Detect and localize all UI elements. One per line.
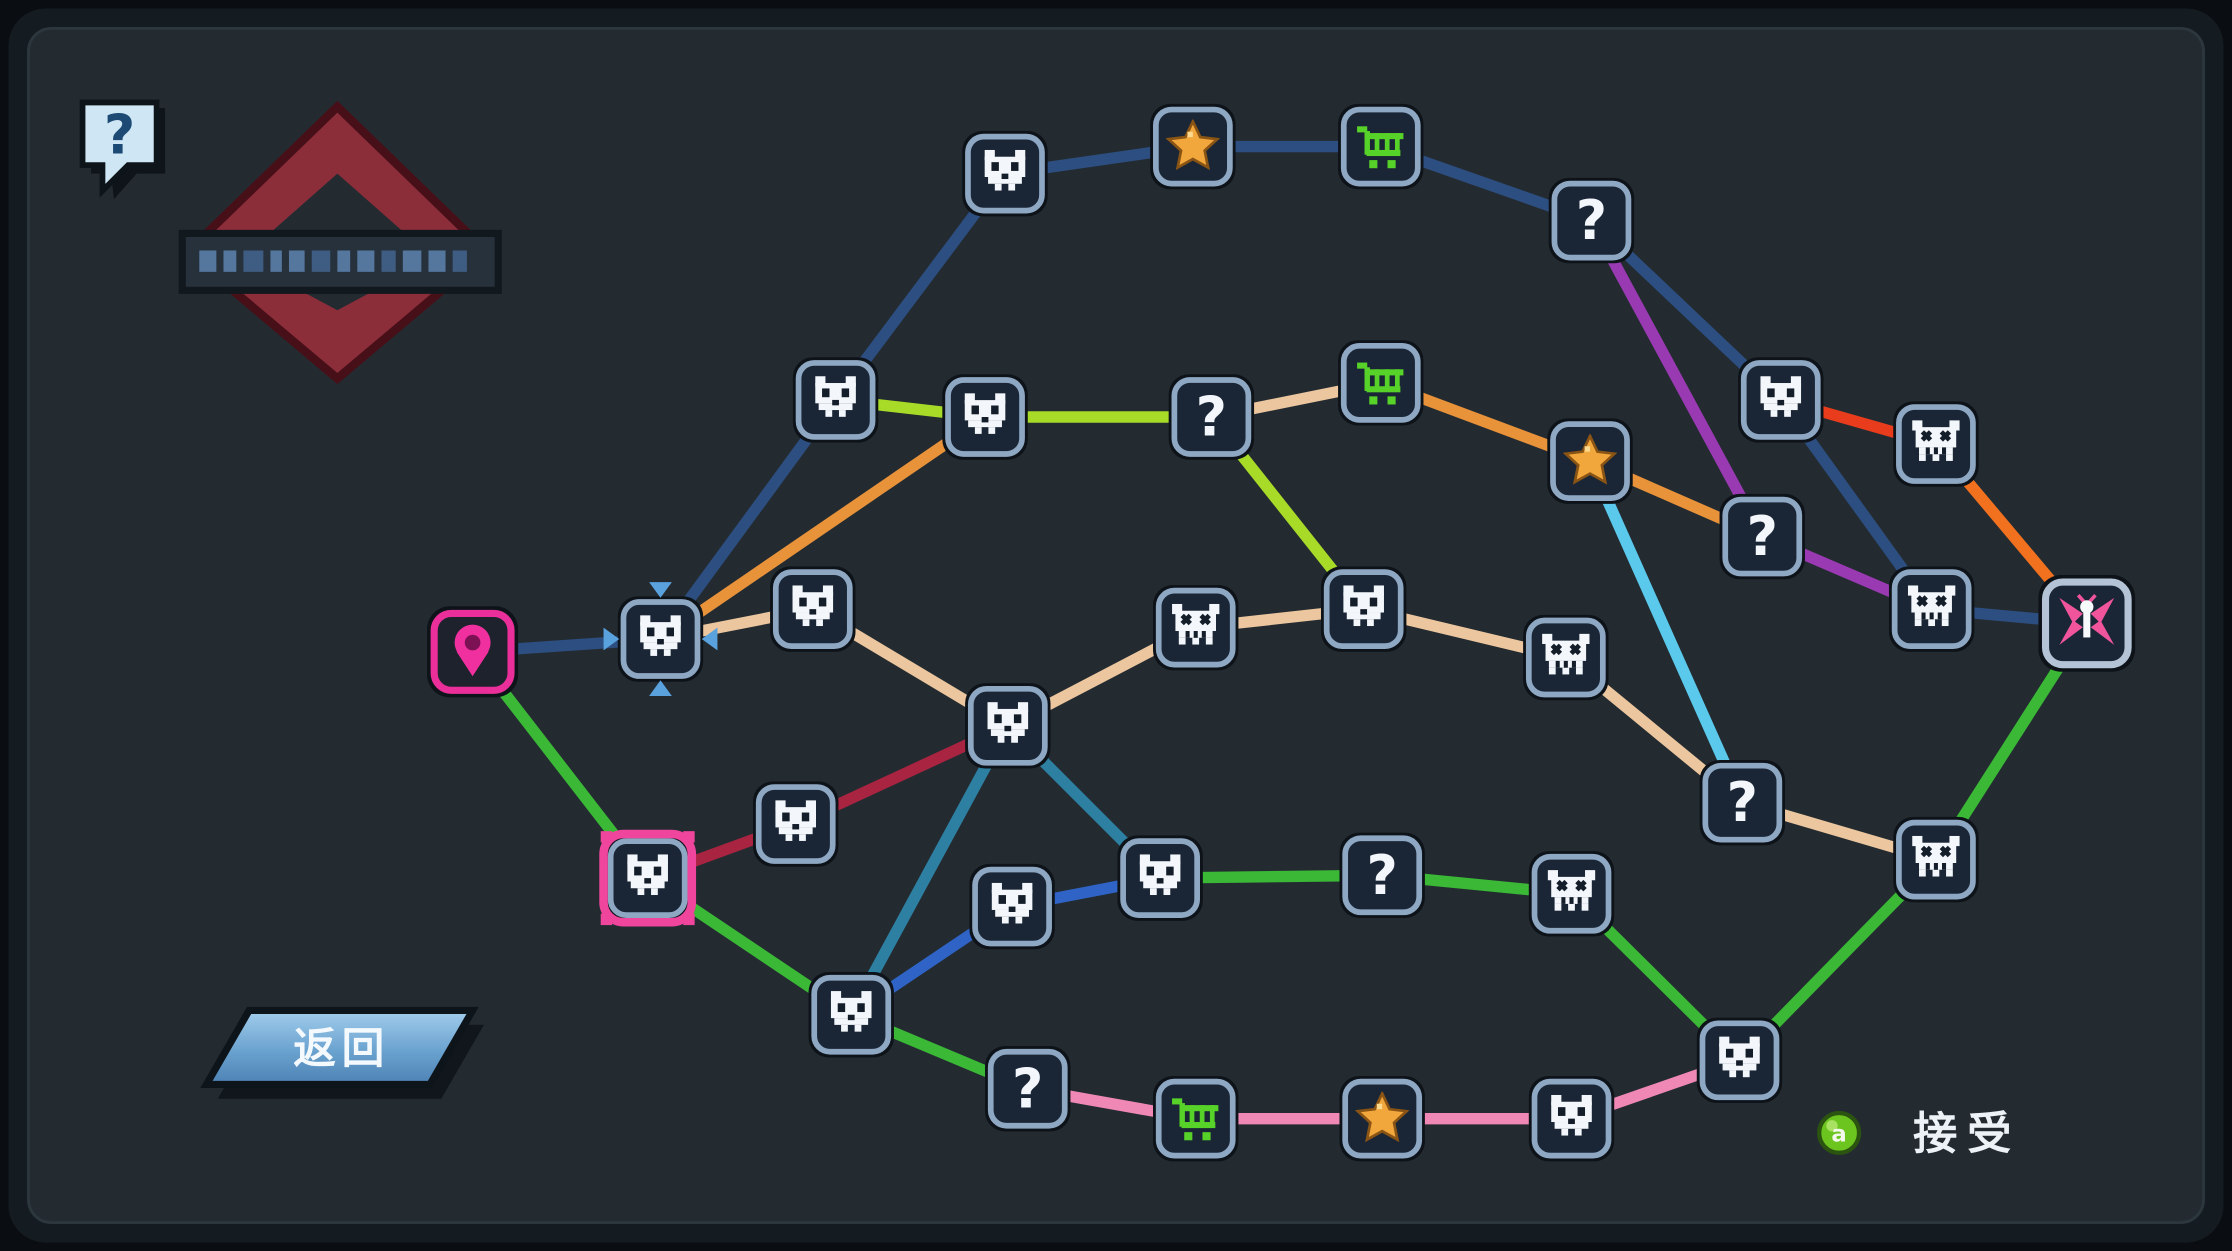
- map-node-enemy[interactable]: [753, 781, 839, 867]
- map-node-question[interactable]: ?: [1168, 374, 1255, 460]
- node-frame: [1340, 342, 1421, 423]
- map-node-star[interactable]: [1547, 418, 1633, 504]
- map-panel: [27, 27, 2205, 1224]
- map-node-enemy[interactable]: [599, 829, 697, 927]
- question-icon: ?: [1576, 189, 1607, 252]
- return-button-label: 返回: [293, 1024, 390, 1074]
- node-frame: [1551, 180, 1632, 261]
- map-node-elite[interactable]: [1523, 614, 1609, 701]
- map-node-enemy[interactable]: [942, 374, 1028, 460]
- map-node-enemy[interactable]: [770, 566, 856, 652]
- question-icon: ?: [1747, 505, 1778, 568]
- map-node-enemy[interactable]: [808, 972, 894, 1058]
- map-node-elite[interactable]: [1153, 584, 1239, 671]
- node-frame: [1342, 835, 1423, 916]
- emblem-banner-text: [199, 250, 467, 272]
- map-node-start[interactable]: [427, 606, 519, 698]
- gamepad-a-button-shine: [1826, 1120, 1838, 1132]
- selection-cursor-icon: [603, 582, 718, 696]
- map-node-question[interactable]: ?: [985, 1046, 1071, 1132]
- map-node-enemy[interactable]: [962, 130, 1048, 217]
- map-node-star[interactable]: [1339, 1075, 1425, 1162]
- act-emblem: [178, 100, 502, 385]
- node-frame: [1702, 762, 1783, 843]
- map-edge: [1585, 214, 1768, 543]
- map-node-question[interactable]: ?: [1548, 177, 1635, 264]
- map-node-question[interactable]: ?: [1339, 832, 1425, 918]
- map-node-enemy[interactable]: [965, 683, 1051, 769]
- map-node-enemy[interactable]: [969, 863, 1055, 950]
- node-frame: [1722, 496, 1803, 577]
- help-bubble-icon: [79, 99, 160, 198]
- map-node-enemy[interactable]: [1696, 1017, 1783, 1103]
- map-edge: [1584, 455, 1749, 809]
- map-node-elite[interactable]: [1528, 851, 1615, 937]
- map-node-enemy[interactable]: [1528, 1075, 1615, 1162]
- node-frame: [1340, 106, 1421, 187]
- map-node-star[interactable]: [1150, 103, 1236, 190]
- map-edge: [845, 720, 1014, 1021]
- map-node-enemy[interactable]: [1738, 357, 1824, 443]
- return-button-face: [200, 1006, 479, 1089]
- question-icon: ?: [1366, 844, 1397, 907]
- map-node-cart[interactable]: [1153, 1075, 1239, 1162]
- node-frame: [987, 1048, 1068, 1129]
- gamepad-a-button-glyph: a: [1831, 1121, 1846, 1147]
- map-node-question[interactable]: ?: [1699, 759, 1786, 846]
- map-edge: [654, 411, 991, 645]
- node-frame: [1171, 377, 1252, 457]
- map-node-elite[interactable]: [1888, 566, 1975, 652]
- help-button-label: ?: [104, 104, 135, 167]
- map-node-enemy[interactable]: [1117, 835, 1203, 921]
- question-icon: ?: [1012, 1057, 1043, 1120]
- map-node-cart[interactable]: [1338, 103, 1424, 190]
- current-node-highlight: [599, 829, 697, 927]
- question-icon: ?: [1727, 771, 1758, 834]
- map-node-enemy[interactable]: [792, 357, 879, 443]
- help-button[interactable]: ?: [79, 99, 166, 200]
- map-node-question[interactable]: ?: [1719, 493, 1805, 580]
- question-icon: ?: [1196, 386, 1227, 449]
- accept-hint[interactable]: a 接受: [1817, 1109, 2021, 1160]
- map-node-elite[interactable]: [1893, 401, 1979, 487]
- map-node-cart[interactable]: [1338, 340, 1424, 426]
- map-node-enemy[interactable]: [1320, 566, 1407, 652]
- map-node-enemy[interactable]: [603, 582, 718, 696]
- map-node-boss[interactable]: [2038, 574, 2136, 672]
- emblem-top-notch: [264, 173, 410, 238]
- map-nodes-layer: ??????: [427, 103, 2136, 1162]
- map-node-elite[interactable]: [1893, 816, 1979, 903]
- return-button[interactable]: 返回: [200, 1006, 484, 1099]
- accept-label: 接受: [1913, 1109, 2021, 1160]
- node-frame: [1155, 1078, 1236, 1159]
